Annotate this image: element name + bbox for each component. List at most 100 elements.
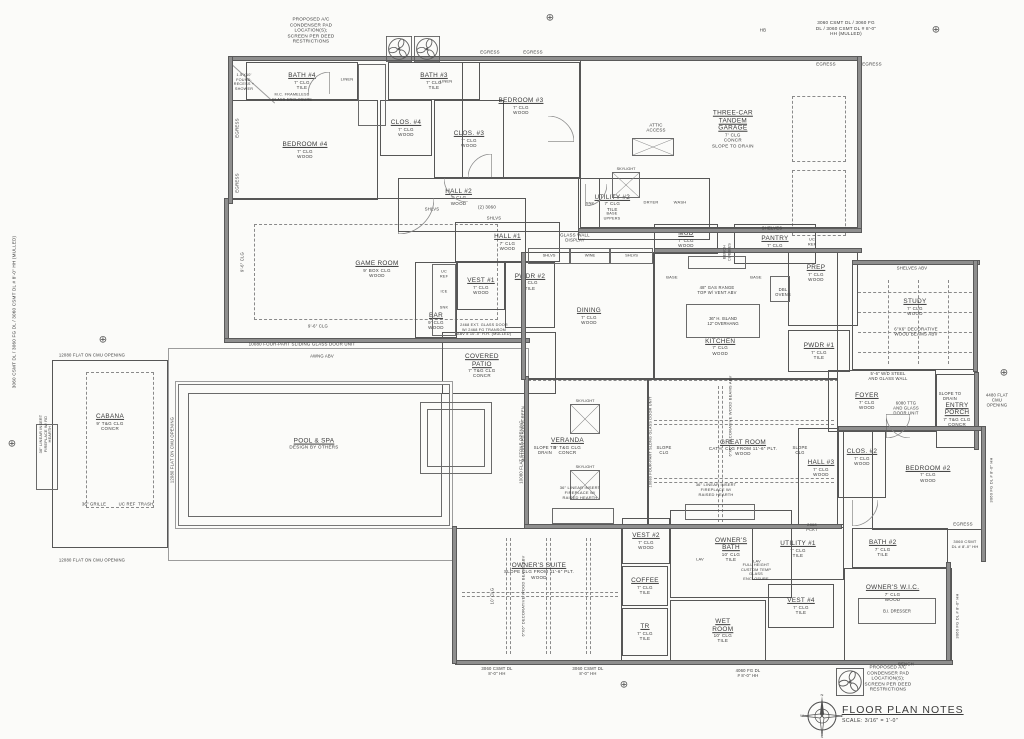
floor-plan-notes-title: FLOOR PLAN NOTES bbox=[842, 704, 964, 716]
skylight-icon bbox=[570, 470, 600, 500]
annotation-34: 12080 FLAT ON CMU OPENING bbox=[169, 416, 175, 484]
annotation-65: WASH bbox=[673, 199, 687, 205]
exterior-wall bbox=[974, 372, 979, 450]
annotation-51: BENCH bbox=[898, 661, 914, 667]
beam-dashed-line bbox=[858, 312, 972, 313]
exterior-wall bbox=[521, 252, 526, 380]
annotation-20: BASE bbox=[750, 274, 762, 280]
annotation-61: M.C. FRAMELESS GLASS ENCLOSURE bbox=[271, 92, 313, 101]
skylight-label: SKYLIGHT bbox=[575, 465, 595, 469]
annotation-10: EGRESS bbox=[953, 521, 973, 527]
deck-line bbox=[168, 348, 169, 560]
fixture-rect: SHLVS bbox=[528, 248, 570, 264]
annotation-17: 48" GAS RANGE TOP W/ VENT ABV bbox=[697, 284, 737, 295]
annotation-72: LAV bbox=[753, 558, 761, 564]
annotation-47: 6"X6" DECORATIVE WOOD BEAMS ABV bbox=[520, 555, 526, 637]
annotation-64: DRYER bbox=[643, 199, 659, 205]
fixture-rect: SHLVS bbox=[610, 248, 653, 264]
room-pantry bbox=[734, 224, 816, 264]
room-cabana bbox=[52, 360, 168, 548]
annotation-66: SNK bbox=[585, 200, 595, 206]
beam-dashed-line bbox=[948, 280, 949, 364]
beam-dashed-line bbox=[718, 386, 719, 522]
annotation-39: MOTORIZED SUNSCREEN bbox=[520, 405, 526, 463]
exterior-wall bbox=[852, 260, 980, 265]
beam-dashed-line bbox=[654, 424, 834, 425]
room-bedroom-4 bbox=[232, 100, 378, 200]
beam-dashed-line bbox=[858, 292, 972, 293]
exterior-wall bbox=[578, 228, 862, 233]
room-mud bbox=[654, 224, 718, 254]
annotation-36: 36" GRILLE bbox=[81, 501, 107, 507]
annotation-73: 2468 EXT. GLASS DOOR W/ 2468 FG TRANSOM … bbox=[456, 323, 512, 337]
annotation-41: SLOPE TO DRAIN bbox=[533, 444, 557, 455]
annotation-67: BASE UPPERS bbox=[603, 211, 621, 220]
exterior-wall bbox=[981, 426, 986, 562]
ac-fan-icon bbox=[836, 668, 864, 696]
room-vest-4 bbox=[768, 584, 834, 628]
ac-fan-icon bbox=[386, 36, 412, 62]
annotation-11: HB bbox=[759, 27, 767, 33]
annotation-9: EGRESS bbox=[862, 61, 882, 67]
beam-dashed-line bbox=[888, 280, 889, 364]
skylight-icon bbox=[570, 404, 600, 434]
annotation-12: ATTIC ACCESS bbox=[646, 122, 666, 133]
annotation-62: LINEN bbox=[340, 76, 354, 82]
section-marker-icon: ⊕ bbox=[98, 334, 108, 346]
beam-dashed-line bbox=[462, 596, 618, 597]
annotation-70: SNK bbox=[439, 305, 449, 310]
annotation-28: SLOPE TO DRAIN bbox=[938, 390, 962, 401]
fixture-rect bbox=[358, 64, 386, 126]
annotation-5: EGRESS bbox=[523, 49, 543, 55]
annotation-50: 9'-6" CLG bbox=[308, 323, 328, 329]
fixture-rect bbox=[552, 508, 614, 524]
annotation-2: 3060 CSMT DL / 3060 FG DL / 3060 CSMT DL… bbox=[815, 19, 877, 36]
room-pwdr-1 bbox=[788, 330, 850, 372]
annotation-58: 3060 CSMT DL # 8'-0" HH bbox=[951, 539, 979, 549]
fixture-label: SHLVS bbox=[542, 252, 556, 258]
annotation-68: UC REF bbox=[439, 269, 449, 278]
annotation-54: 3060 CSMT DL 8'-0" HH bbox=[572, 665, 604, 676]
beam-dashed-line bbox=[654, 482, 834, 483]
annotation-29: 4480 FLAT CMU OPENING bbox=[985, 392, 1009, 408]
skylight-icon bbox=[612, 172, 640, 198]
annotation-46: 6"X6" DECORATIVE WOOD BEAMS ABV bbox=[727, 375, 733, 457]
annotation-22: BENCH CUBBIES bbox=[722, 242, 731, 262]
section-marker-icon: ⊕ bbox=[931, 24, 941, 36]
room-bedroom-3 bbox=[462, 62, 580, 178]
annotation-7: EGRESS bbox=[234, 173, 240, 193]
skylight-icon bbox=[632, 138, 674, 156]
room-covered-patio bbox=[442, 332, 556, 394]
annotation-24: SHELVES ABV bbox=[896, 265, 928, 271]
annotation-57: 3060 FG DL # 8'-0" HH bbox=[954, 593, 960, 639]
annotation-53: 3060 CSMT DL 8'-0" HH bbox=[481, 665, 513, 676]
annotation-40: 10080 FOUR-PART SLDNG GLASS DOOR UNIT bbox=[648, 396, 653, 488]
annotation-19: BASE bbox=[666, 274, 678, 280]
room-foyer bbox=[828, 370, 936, 432]
ceiling-dashed-rect bbox=[86, 372, 154, 508]
fixture-label: 36" H. ISLAND 12" OVERHANG bbox=[707, 315, 739, 326]
annotation-56: 3060 FG DL # 8'-0" HH bbox=[988, 457, 994, 503]
section-marker-icon: ⊕ bbox=[7, 438, 17, 450]
annotation-71: LAV bbox=[696, 556, 704, 562]
annotation-59: 2868 PCKT bbox=[806, 522, 818, 532]
annotation-18: DBL OVENS bbox=[775, 286, 791, 297]
room-hall-1 bbox=[455, 222, 560, 262]
annotation-44: 36" LINEAR INSERT FIREPLACE W/ RAISED HE… bbox=[559, 484, 601, 500]
annotation-42: SLOPE CLG bbox=[656, 444, 672, 455]
exterior-wall bbox=[224, 338, 530, 343]
room-clos-4 bbox=[380, 100, 432, 156]
deck-line bbox=[168, 348, 528, 349]
door-arc-icon bbox=[547, 115, 575, 143]
annotation-49: 9'-6" CLG bbox=[239, 252, 245, 272]
annotation-14: SHLVS bbox=[424, 206, 440, 212]
floor-plan-scale: SCALE: 3/16" = 1'-0" bbox=[842, 718, 899, 724]
room-bath-4 bbox=[246, 62, 358, 100]
beam-dashed-line bbox=[654, 478, 834, 479]
exterior-wall bbox=[857, 56, 862, 232]
door-arc-icon bbox=[443, 177, 469, 203]
door-arc-icon bbox=[467, 153, 493, 179]
skylight-label: SKYLIGHT bbox=[616, 167, 636, 171]
deck-line bbox=[168, 560, 456, 561]
svg-text:E: E bbox=[841, 713, 844, 718]
